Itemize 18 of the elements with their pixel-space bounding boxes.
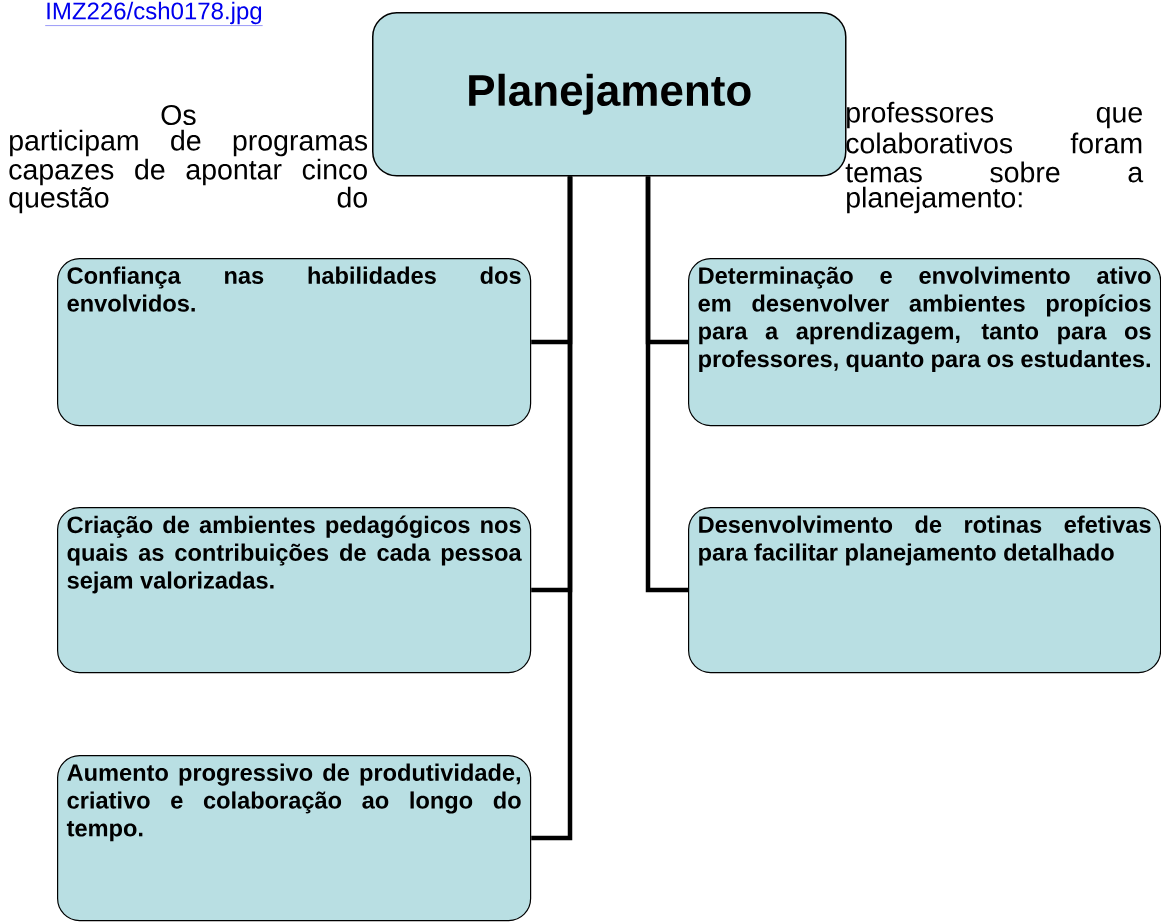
topic-box bbox=[688, 258, 1161, 427]
paragraph-text: planejamento: bbox=[847, 186, 1022, 214]
topic-box bbox=[57, 258, 532, 427]
topic-box bbox=[57, 755, 532, 922]
paragraph-text: questão do bbox=[9, 186, 367, 214]
connector-line bbox=[645, 176, 688, 593]
paragraph-text: temas sobre a bbox=[845, 161, 1144, 183]
connector-line bbox=[531, 176, 573, 841]
paragraph-text: capazes de apontar cinco bbox=[9, 158, 367, 186]
box-text: Determinação e envolvimento ativo em desenvolver ambientes propícios para a aprendizagem, tanto para os professores, quanto para os estudantes. bbox=[698, 266, 1151, 372]
paragraph-text: Os bbox=[161, 104, 196, 126]
topic-box bbox=[688, 507, 1161, 674]
box-text: Aumento progressivo de produtividade, criativo e colaboração ao longo do tempo. bbox=[66, 763, 521, 842]
link-text: IMZ226/csh0178.jpg bbox=[45, 1, 263, 26]
box-text: Confiança nas habilidades dos envolvidos. bbox=[67, 266, 521, 312]
topic-box bbox=[57, 507, 532, 674]
box-text: Criação de ambientes pedagógicos nos quais as contribuições de cada pessoa sejam valorizadas. bbox=[67, 515, 522, 594]
box-text: Desenvolvimento de rotinas efetivas para facilitar planejamento detalhado bbox=[699, 515, 1151, 566]
